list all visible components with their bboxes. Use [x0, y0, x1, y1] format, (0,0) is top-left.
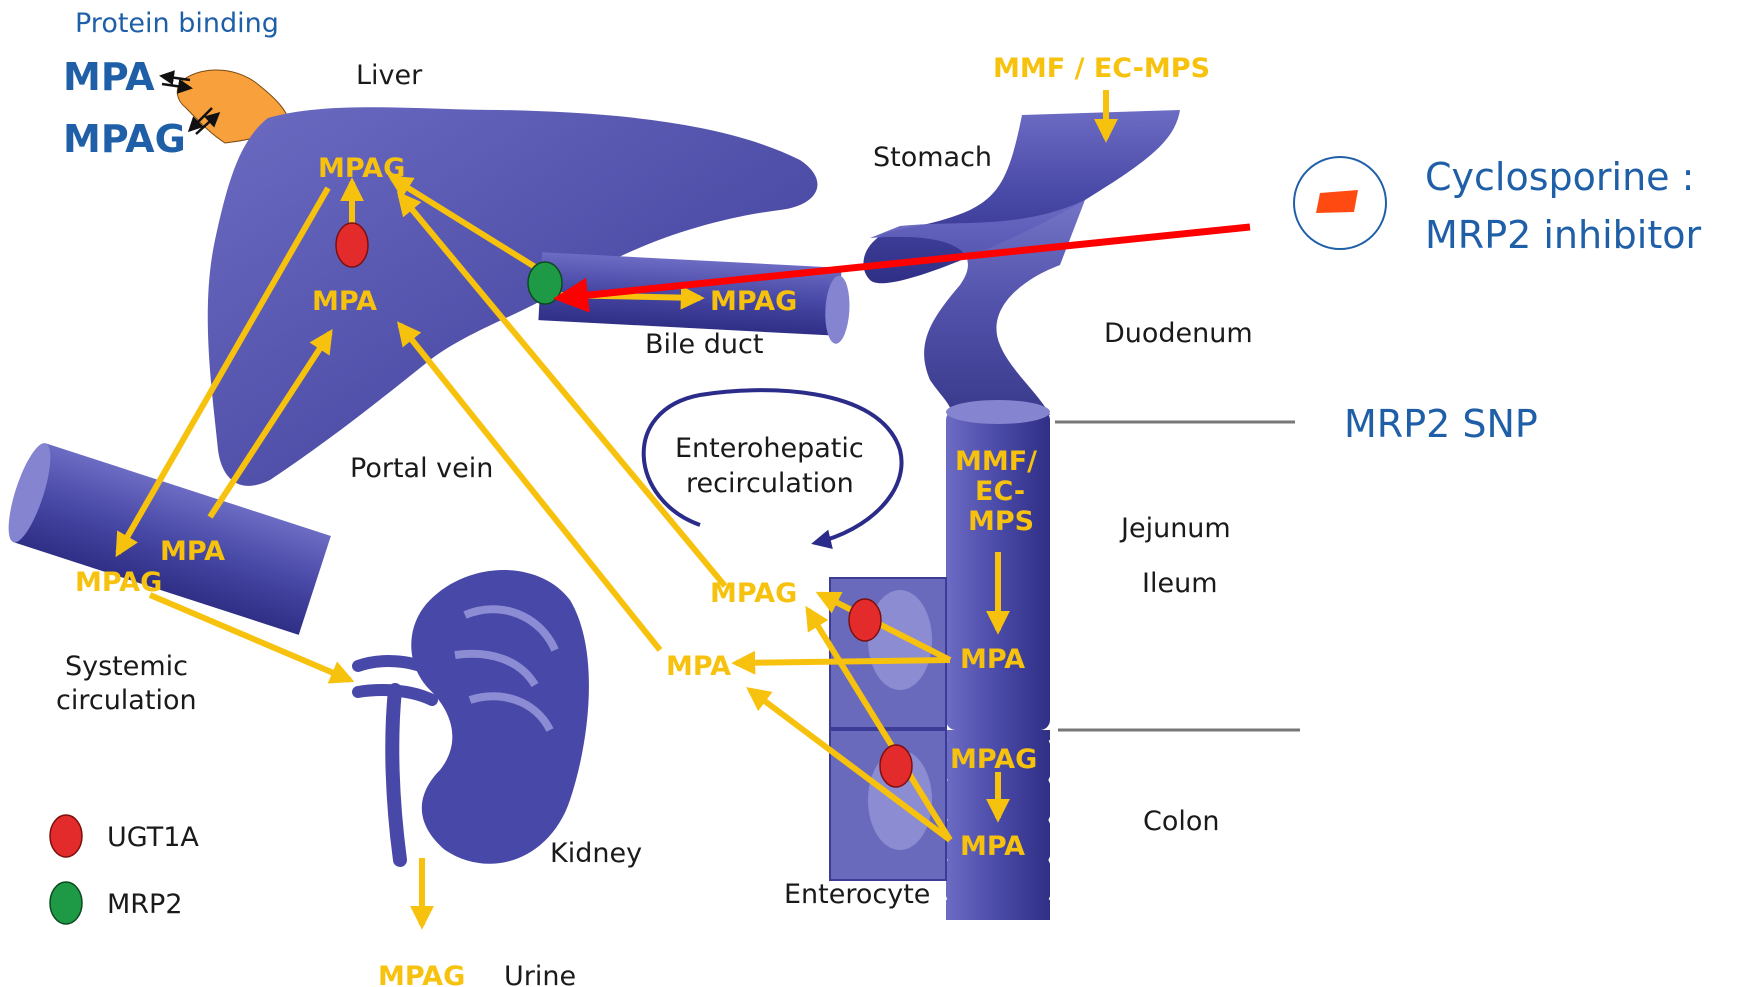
- liver-label: Liver: [356, 60, 423, 91]
- legend: UGT1A MRP2: [50, 815, 199, 924]
- legend-mrp2-swatch: [50, 882, 82, 924]
- enterocyte-label: Enterocyte: [784, 879, 930, 910]
- cyclosporine-label-line2: MRP2 inhibitor: [1425, 213, 1701, 257]
- stomach-label: Stomach: [873, 142, 992, 173]
- cyclosporine-icon: [1294, 157, 1386, 249]
- protein-binding-title: Protein binding: [75, 8, 279, 39]
- urine-mpag-label: MPAG: [378, 961, 465, 987]
- duodenum-tube: [870, 200, 1085, 415]
- legend-ugt1a-label: UGT1A: [107, 822, 199, 853]
- colon-mpag-label: MPAG: [950, 744, 1037, 775]
- ileum-label: Ileum: [1142, 568, 1218, 599]
- ugt1a-colon-dot: [880, 745, 912, 787]
- entero-mpag-label: MPAG: [710, 578, 797, 609]
- ugt1a-jejunum-dot: [849, 599, 881, 641]
- enterocyte-cells: [830, 578, 946, 880]
- colon-mpa-label: MPA: [960, 831, 1025, 862]
- cyclosporine-label-line1: Cyclosporine :: [1425, 155, 1694, 199]
- mmf-ec-mps-label: MMF / EC-MPS: [993, 53, 1210, 84]
- bile-mpag-label: MPAG: [710, 286, 797, 317]
- enterohepatic-label-line2: recirculation: [686, 468, 854, 499]
- mrp2-snp-label: MRP2 SNP: [1344, 402, 1538, 446]
- legend-ugt1a-swatch: [50, 815, 82, 857]
- jejunum-drug-line1: MMF/: [955, 446, 1037, 477]
- kidney-label: Kidney: [550, 838, 642, 869]
- portal-vein-label: Portal vein: [350, 453, 493, 484]
- enterohepatic-label-line1: Enterohepatic: [675, 433, 864, 464]
- protein-binding-mpa: MPA: [63, 55, 155, 99]
- jejunum-mpa-label: MPA: [960, 644, 1025, 675]
- colon-label: Colon: [1143, 806, 1220, 837]
- systemic-label-line2: circulation: [56, 685, 197, 716]
- systemic-mpa-label: MPA: [160, 536, 225, 567]
- legend-mrp2-label: MRP2: [107, 889, 183, 920]
- urine-label: Urine: [504, 961, 576, 987]
- enterohepatic-loop-arrow: [644, 390, 902, 543]
- entero-mpa-label: MPA: [666, 651, 731, 682]
- kidney: [358, 570, 589, 864]
- bile-duct-label: Bile duct: [645, 329, 763, 360]
- protein-binding-mpag: MPAG: [63, 117, 186, 161]
- systemic-mpag-label: MPAG: [75, 567, 162, 598]
- ugt1a-liver-dot: [336, 223, 368, 267]
- systemic-label-line1: Systemic: [65, 651, 188, 682]
- mrp2-bile-dot: [528, 262, 562, 304]
- jejunum-drug-line3: MPS: [968, 506, 1034, 537]
- jejunum-drug-line2: EC-: [975, 476, 1025, 507]
- liver-mpa-label: MPA: [312, 286, 377, 317]
- liver-mpag-label: MPAG: [318, 153, 405, 184]
- jejunum-label: Jejunum: [1119, 513, 1231, 544]
- duodenum-label: Duodenum: [1104, 318, 1253, 349]
